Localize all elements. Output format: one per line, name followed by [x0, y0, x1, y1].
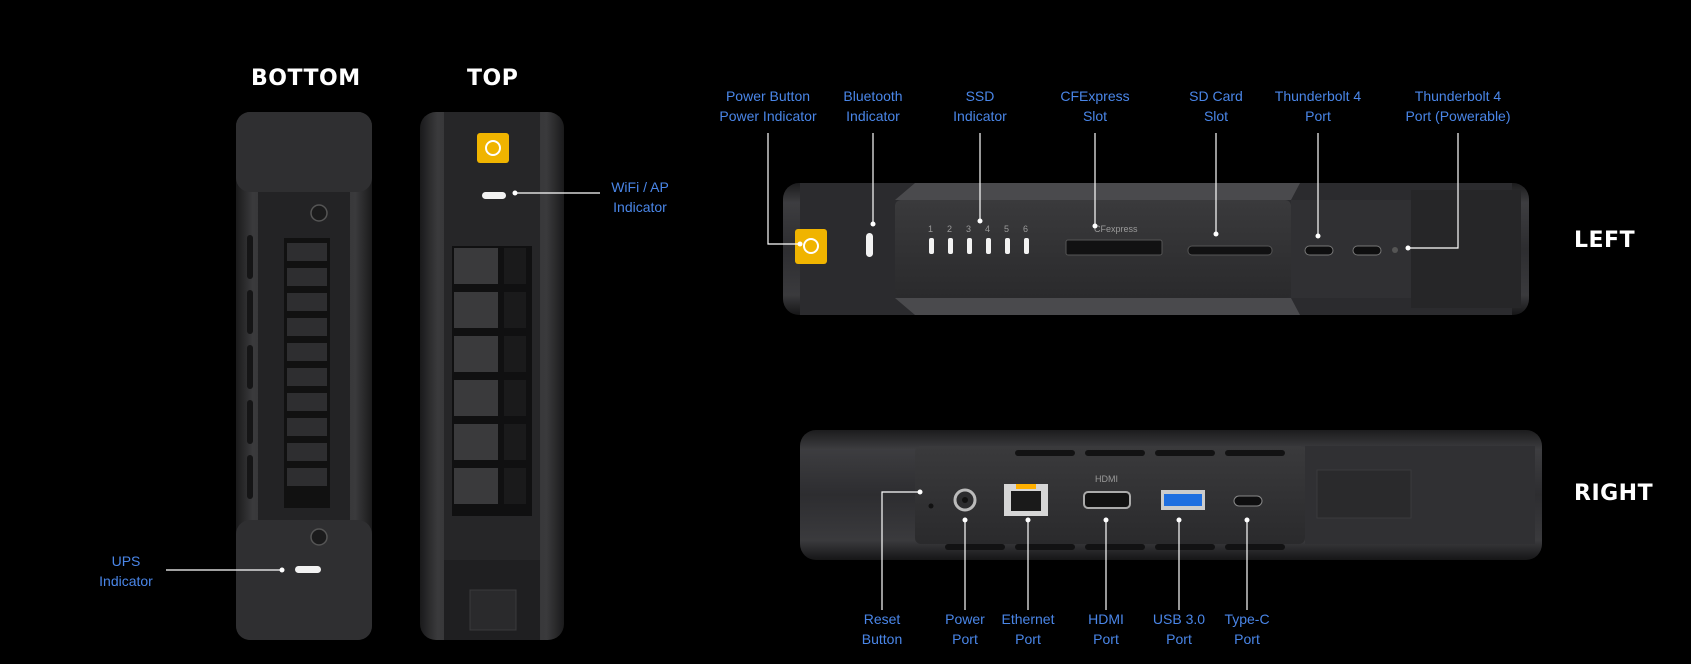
hdmi-port-icon	[1083, 491, 1131, 509]
right-view-title: RIGHT	[1574, 481, 1654, 506]
svg-text:5: 5	[1004, 224, 1009, 234]
svg-text:3: 3	[966, 224, 971, 234]
svg-text:2: 2	[947, 224, 952, 234]
svg-text:1: 1	[928, 224, 933, 234]
left-view-device	[783, 183, 1529, 315]
leader-lines	[166, 133, 1459, 610]
reset-button-icon	[928, 503, 934, 509]
ups-led-icon	[295, 566, 321, 573]
power-button-icon	[477, 133, 509, 163]
cfexpress-slot-icon	[1065, 239, 1163, 256]
top-view-title: TOP	[467, 66, 519, 91]
svg-text:HDMI: HDMI	[1095, 474, 1118, 484]
left-power-button-icon	[795, 229, 827, 264]
bottom-vent-grille	[247, 235, 330, 508]
bottom-view-device	[236, 112, 372, 640]
right-view-device	[800, 430, 1542, 560]
sdcard-slot-icon	[1187, 245, 1273, 256]
device-microtext: CFexpress HDMI 1 2 3 4 5 6	[928, 224, 1138, 484]
bluetooth-led-icon	[866, 233, 873, 257]
left-view-title: LEFT	[1574, 228, 1636, 253]
svg-text:CFexpress: CFexpress	[1094, 224, 1138, 234]
svg-text:4: 4	[985, 224, 990, 234]
bottom-view-title: BOTTOM	[251, 66, 361, 91]
svg-text:6: 6	[1023, 224, 1028, 234]
tb4-powerable-port-icon	[1352, 245, 1382, 256]
typec-port-icon	[1233, 495, 1263, 507]
tb4-port-icon	[1304, 245, 1334, 256]
top-view-device	[420, 112, 564, 640]
top-vent-grille	[452, 246, 532, 516]
leader-dots	[279, 190, 1411, 573]
ssd-led-icons	[929, 238, 1029, 254]
wifi-led-icon	[482, 192, 506, 199]
